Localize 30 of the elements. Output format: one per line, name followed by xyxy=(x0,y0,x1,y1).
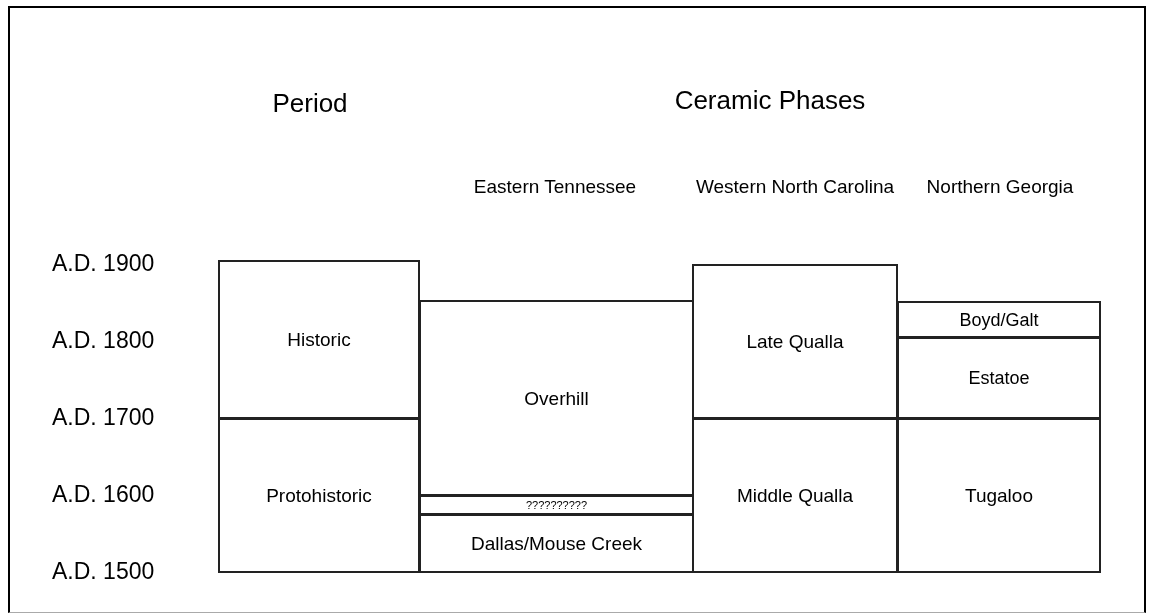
column-title: Period xyxy=(271,87,349,120)
period-box xyxy=(218,418,420,573)
box-label: Boyd/Galt xyxy=(959,310,1039,329)
period-box xyxy=(897,418,1101,573)
column-header: Western North Carolina xyxy=(694,175,896,200)
box-label: Estatoe xyxy=(968,369,1030,387)
period-box xyxy=(692,264,898,419)
box-label: Overhill xyxy=(524,388,589,408)
year-label: A.D. 1500 xyxy=(52,557,156,586)
period-box xyxy=(419,495,694,515)
column-header: Northern Georgia xyxy=(925,175,1075,200)
period-box xyxy=(897,301,1101,338)
year-label: A.D. 1600 xyxy=(52,480,156,509)
period-box xyxy=(419,514,694,573)
box-label: Late Qualla xyxy=(746,332,844,351)
period-box xyxy=(218,260,420,419)
period-box xyxy=(419,300,694,496)
column-title: Ceramic Phases xyxy=(673,84,867,117)
year-label: A.D. 1900 xyxy=(52,249,156,278)
year-label: A.D. 1800 xyxy=(52,326,156,355)
period-box xyxy=(692,418,898,573)
box-label: Historic xyxy=(287,330,351,349)
box-label: Dallas/Mouse Creek xyxy=(470,534,643,553)
box-label: Protohistoric xyxy=(266,486,372,505)
column-header: Eastern Tennessee xyxy=(472,175,638,200)
period-box xyxy=(897,337,1101,419)
box-label: Middle Qualla xyxy=(736,486,854,505)
box-label: ?????????? xyxy=(525,499,588,511)
year-label: A.D. 1700 xyxy=(52,403,156,432)
box-label: Tugaloo xyxy=(965,486,1033,505)
